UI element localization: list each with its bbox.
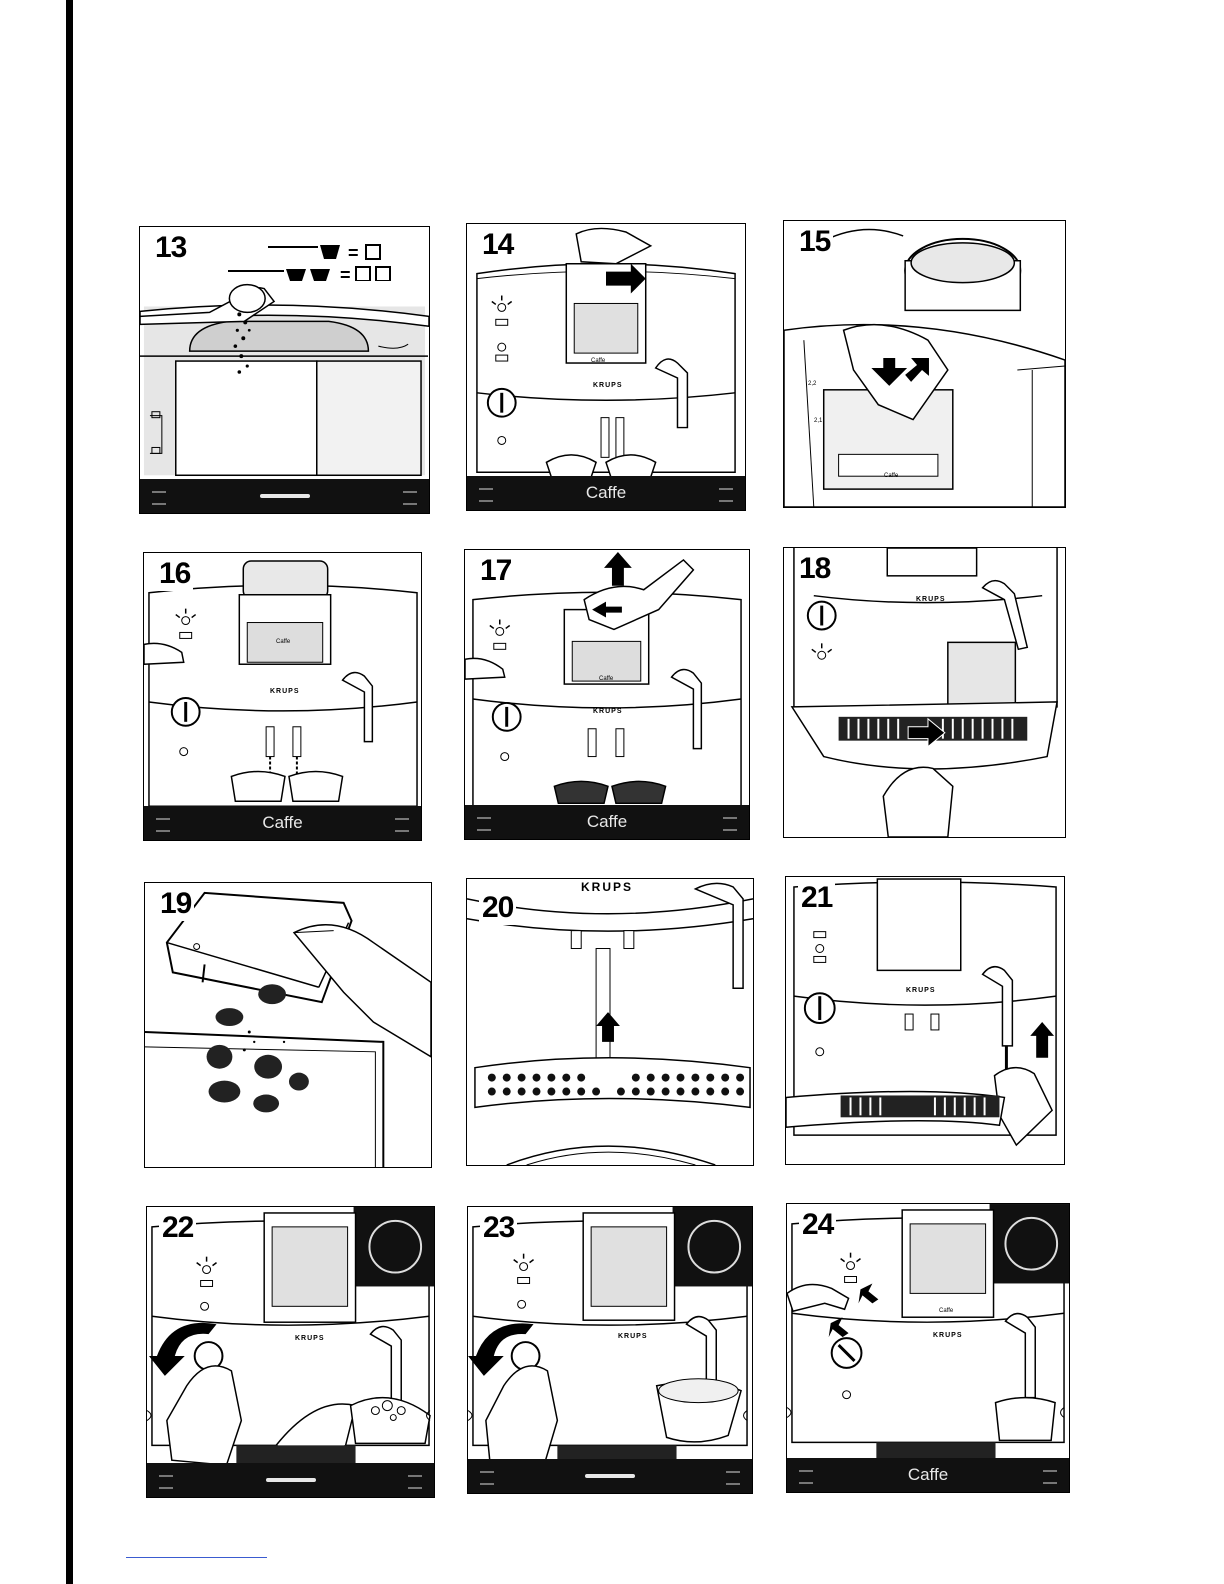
- step-20-panel: 20 KRUPS: [466, 878, 754, 1166]
- arrow-right-icon: [726, 1471, 740, 1485]
- measuring-spoon-icon: [266, 1478, 316, 1482]
- caption-text: Caffe: [467, 483, 745, 503]
- step-22-panel: 22 KRUPS: [146, 1206, 435, 1498]
- step-15-panel: 15 2,2 2,1 Caffe: [783, 220, 1066, 508]
- step-21-panel: 21 KRUPS: [785, 876, 1065, 1165]
- caption-text: Caffe: [787, 1465, 1069, 1485]
- step-13-panel: 13 = =: [139, 226, 430, 514]
- step-caption-bar: Caffe: [144, 806, 421, 840]
- machine-brand-label: KRUPS: [916, 596, 946, 603]
- machine-brand-label: KRUPS: [295, 1335, 325, 1342]
- press-release-buttons-illustration: [784, 221, 1065, 507]
- step-caption-bar: Caffe: [467, 476, 745, 510]
- machine-insert-scoop-illustration: [467, 224, 745, 510]
- step-number: 16: [156, 557, 193, 591]
- step-caption-bar: Caffe: [465, 805, 749, 839]
- step-caption-bar: [147, 1463, 434, 1497]
- step-caption-bar: Caffe: [787, 1458, 1069, 1492]
- caption-text: Caffe: [144, 813, 421, 833]
- turn-steam-knob-illustration: [147, 1207, 434, 1497]
- step-number: 20: [479, 891, 516, 925]
- step-caption-bar: [468, 1459, 752, 1493]
- arrow-right-icon: [719, 488, 733, 502]
- step-number: 17: [477, 554, 514, 588]
- froth-milk-cup-illustration: [468, 1207, 752, 1493]
- footer-rule: [126, 1557, 267, 1558]
- step-number: 18: [796, 552, 833, 586]
- step-18-panel: 18 KRUPS: [783, 547, 1066, 838]
- arrow-right-icon: [723, 817, 737, 831]
- clean-steam-nozzle-illustration: [786, 877, 1064, 1164]
- step-16-panel: 16 KRUPS Caffe Caffe: [143, 552, 422, 841]
- step-24-panel: 24 KRUPS Caffe Caffe: [786, 1203, 1070, 1493]
- caption-text: Caffe: [465, 812, 749, 832]
- tray-label: Caffe: [276, 639, 290, 645]
- step-number: 15: [796, 225, 833, 259]
- step-number: 14: [479, 228, 516, 262]
- tray-label: Caffe: [939, 1308, 953, 1314]
- step-number: 13: [152, 231, 189, 265]
- machine-brand-label: KRUPS: [270, 688, 300, 695]
- page-binding-edge: [66, 0, 73, 1584]
- step-number: 22: [159, 1211, 196, 1245]
- level-mark-b: 2,1: [814, 418, 822, 424]
- step-number: 23: [480, 1211, 517, 1245]
- step-number: 21: [798, 881, 835, 915]
- step-23-panel: 23 KRUPS: [467, 1206, 753, 1494]
- brewing-two-cups-illustration: [144, 553, 421, 840]
- machine-brand-label: KRUPS: [906, 987, 936, 994]
- tray-label: Caffe: [599, 676, 613, 682]
- measure-legend-icon: = =: [228, 235, 428, 281]
- scoop-cup-legend: = =: [228, 235, 428, 281]
- machine-brand-label: KRUPS: [581, 880, 633, 894]
- step-caption-bar: [140, 479, 429, 513]
- svg-text:=: =: [348, 243, 359, 263]
- arrow-right-icon: [395, 818, 409, 832]
- arrow-right-icon: [408, 1475, 422, 1489]
- tray-label: Caffe: [591, 358, 605, 364]
- arrow-left-icon: [152, 491, 166, 505]
- arrow-right-icon: [1043, 1470, 1057, 1484]
- level-mark-a: 2,2: [808, 381, 816, 387]
- machine-brand-label: KRUPS: [593, 382, 623, 389]
- measuring-spoon-icon: [260, 494, 310, 498]
- svg-text:=: =: [340, 265, 351, 281]
- stop-steam-button-illustration: [787, 1204, 1069, 1492]
- remove-filter-illustration: [465, 550, 749, 839]
- measuring-spoon-icon: [585, 1474, 635, 1478]
- step-19-panel: 19: [144, 882, 432, 1168]
- arrow-left-icon: [480, 1471, 494, 1485]
- machine-brand-label: KRUPS: [618, 1333, 648, 1340]
- machine-brand-label: KRUPS: [933, 1332, 963, 1339]
- arrow-left-icon: [159, 1475, 173, 1489]
- arrow-right-icon: [403, 491, 417, 505]
- step-number: 19: [157, 887, 194, 921]
- step-17-panel: 17 KRUPS Caffe Caffe: [464, 549, 750, 840]
- machine-brand-label: KRUPS: [593, 708, 623, 715]
- tray-label: Caffe: [884, 473, 898, 479]
- pull-drip-tray-illustration: [784, 548, 1065, 837]
- step-number: 24: [799, 1208, 836, 1242]
- step-14-panel: 14 KRUPS Caffe Caffe: [466, 223, 746, 511]
- empty-grounds-container-illustration: [145, 883, 431, 1167]
